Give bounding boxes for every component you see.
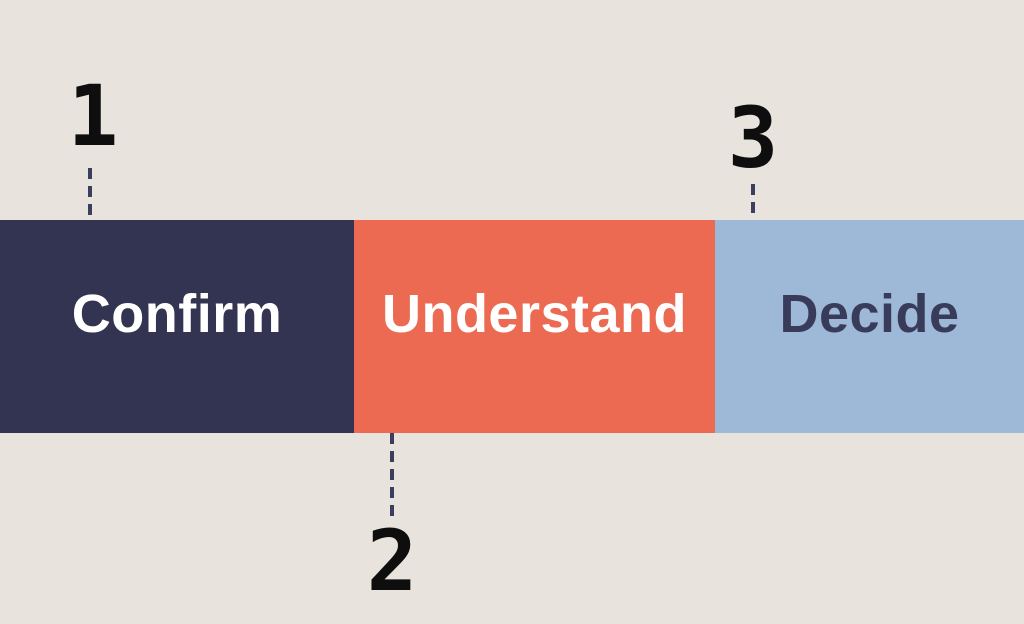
segment-decide: Decide — [715, 220, 1024, 433]
step-1-number: 1 — [67, 67, 119, 165]
step-1-dashed-connector — [88, 168, 92, 220]
step-3-dashed-connector — [751, 184, 755, 218]
step-2-number: 2 — [366, 512, 418, 610]
segment-decide-label: Decide — [779, 283, 960, 344]
segment-confirm-label: Confirm — [71, 283, 283, 344]
step-2-dashed-connector — [390, 433, 394, 519]
segment-confirm: Confirm — [0, 220, 354, 433]
process-band: Confirm Understand Decide — [0, 220, 1024, 433]
step-3-number: 3 — [727, 89, 779, 187]
segment-understand: Understand — [354, 220, 715, 433]
segment-understand-label: Understand — [381, 283, 688, 344]
